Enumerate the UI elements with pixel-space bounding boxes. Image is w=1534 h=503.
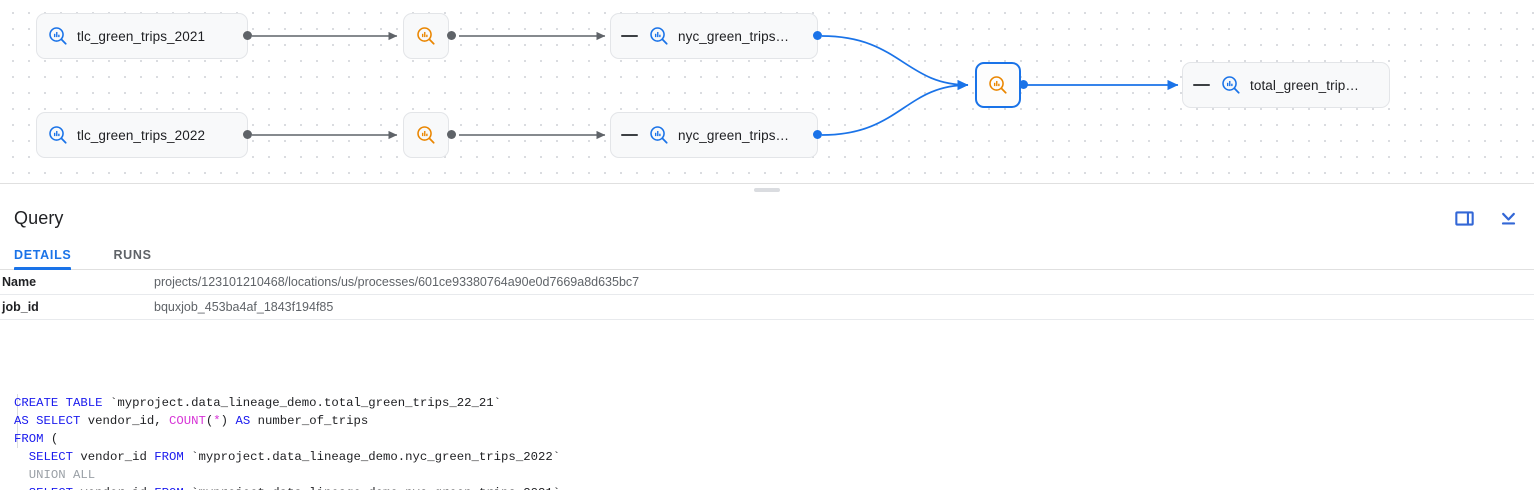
node-output-port[interactable]	[243, 31, 252, 40]
sql-token: number_of_trips	[257, 414, 369, 428]
lineage-node-label: tlc_green_trips_2021	[77, 28, 206, 44]
tab-details[interactable]: DETAILS	[14, 248, 97, 270]
details-table: Name projects/123101210468/locations/us/…	[0, 270, 1534, 320]
node-output-port[interactable]	[813, 130, 822, 139]
sql-token: UNION ALL	[14, 468, 96, 482]
lineage-node-label: tlc_green_trips_2022	[77, 127, 206, 143]
sql-query-text[interactable]: CREATE TABLE `myproject.data_lineage_dem…	[0, 334, 1534, 490]
sql-token: )	[220, 414, 236, 428]
sql-token: `myproject.data_lineage_demo.total_green…	[109, 396, 502, 410]
collapse-node-icon[interactable]	[621, 35, 638, 37]
sql-token	[14, 450, 29, 464]
collapse-node-icon[interactable]	[1193, 84, 1210, 86]
lineage-node-process-2[interactable]	[403, 112, 449, 158]
sql-token: CREATE TABLE	[14, 396, 110, 410]
lineage-node-label: nyc_green_trips…	[678, 28, 790, 44]
collapse-panel-icon[interactable]	[1496, 206, 1520, 230]
sql-token: FROM	[154, 486, 191, 490]
detail-key: Name	[0, 270, 152, 295]
sql-token: vendor_id,	[87, 414, 169, 428]
lineage-canvas[interactable]: tlc_green_trips_2021 tlc_green_trips_202…	[0, 0, 1534, 183]
sql-token: SELECT	[28, 450, 81, 464]
sql-line: FROM (	[14, 430, 1534, 448]
lineage-node-nyc-green-trips-2021[interactable]: nyc_green_trips…	[610, 13, 818, 59]
sql-line: SELECT vendor_id FROM `myproject.data_li…	[14, 484, 1534, 490]
bigquery-table-icon	[650, 27, 668, 45]
panel-title: Query	[14, 207, 64, 228]
table-row: job_id bquxjob_453ba4af_1843f194f85	[0, 294, 1534, 320]
sql-token: FROM	[154, 450, 192, 464]
tab-runs[interactable]: RUNS	[113, 248, 152, 262]
lineage-node-label: nyc_green_trips…	[678, 127, 790, 143]
detail-key: job_id	[0, 294, 152, 320]
lineage-node-tlc-green-trips-2022[interactable]: tlc_green_trips_2022	[36, 112, 248, 158]
lineage-node-tlc-green-trips-2021[interactable]: tlc_green_trips_2021	[36, 13, 248, 59]
bigquery-table-icon	[650, 126, 668, 144]
sql-token: AS	[235, 414, 258, 428]
query-panel-tabs: DETAILS RUNS	[0, 240, 1534, 270]
indent-guide	[17, 394, 18, 448]
bigquery-table-icon	[49, 126, 67, 144]
panel-header-actions	[1452, 206, 1520, 230]
node-output-port[interactable]	[1019, 80, 1028, 89]
bigquery-process-icon	[417, 126, 435, 144]
sql-token: COUNT	[168, 414, 206, 428]
bigquery-table-icon	[1222, 76, 1240, 94]
detail-value: bquxjob_453ba4af_1843f194f85	[152, 294, 1534, 320]
lineage-node-process-1[interactable]	[403, 13, 449, 59]
detail-value: projects/123101210468/locations/us/proce…	[152, 270, 1534, 295]
sql-token: vendor_id	[80, 450, 155, 464]
sql-line: SELECT vendor_id FROM `myproject.data_li…	[14, 448, 1534, 466]
sql-token: (	[205, 414, 214, 428]
lineage-node-label: total_green_trip…	[1250, 77, 1360, 93]
table-row: Name projects/123101210468/locations/us/…	[0, 270, 1534, 295]
sql-token: vendor_id	[80, 486, 154, 490]
bigquery-process-icon	[417, 27, 435, 45]
sql-line: CREATE TABLE `myproject.data_lineage_dem…	[14, 394, 1534, 412]
split-panel-icon[interactable]	[1452, 206, 1476, 230]
query-panel-header: Query	[0, 196, 1534, 240]
collapse-node-icon[interactable]	[621, 134, 638, 136]
sql-token: (	[50, 432, 59, 446]
node-output-port[interactable]	[447, 130, 456, 139]
sql-token: AS SELECT	[14, 414, 88, 428]
node-output-port[interactable]	[813, 31, 822, 40]
node-output-port[interactable]	[447, 31, 456, 40]
sql-token: `myproject.data_lineage_demo.nyc_green_t…	[191, 450, 561, 464]
node-output-port[interactable]	[243, 130, 252, 139]
sql-line: AS SELECT vendor_id, COUNT(*) AS number_…	[14, 412, 1534, 430]
lineage-node-total-green-trips[interactable]: total_green_trip…	[1182, 62, 1390, 108]
sql-token: SELECT	[29, 486, 81, 490]
sql-line: UNION ALL	[14, 466, 1534, 484]
sql-lines: CREATE TABLE `myproject.data_lineage_dem…	[14, 394, 1534, 490]
sql-token: `myproject.data_lineage_demo.nyc_green_t…	[191, 486, 560, 490]
bigquery-process-icon	[989, 76, 1007, 94]
sql-token	[14, 486, 29, 490]
drag-handle-icon[interactable]	[754, 188, 780, 192]
sql-token: FROM	[14, 432, 51, 446]
lineage-node-process-selected[interactable]	[975, 62, 1021, 108]
lineage-node-nyc-green-trips-2022[interactable]: nyc_green_trips…	[610, 112, 818, 158]
bigquery-table-icon	[49, 27, 67, 45]
panel-splitter[interactable]	[0, 183, 1534, 196]
sql-token: *	[213, 414, 221, 428]
